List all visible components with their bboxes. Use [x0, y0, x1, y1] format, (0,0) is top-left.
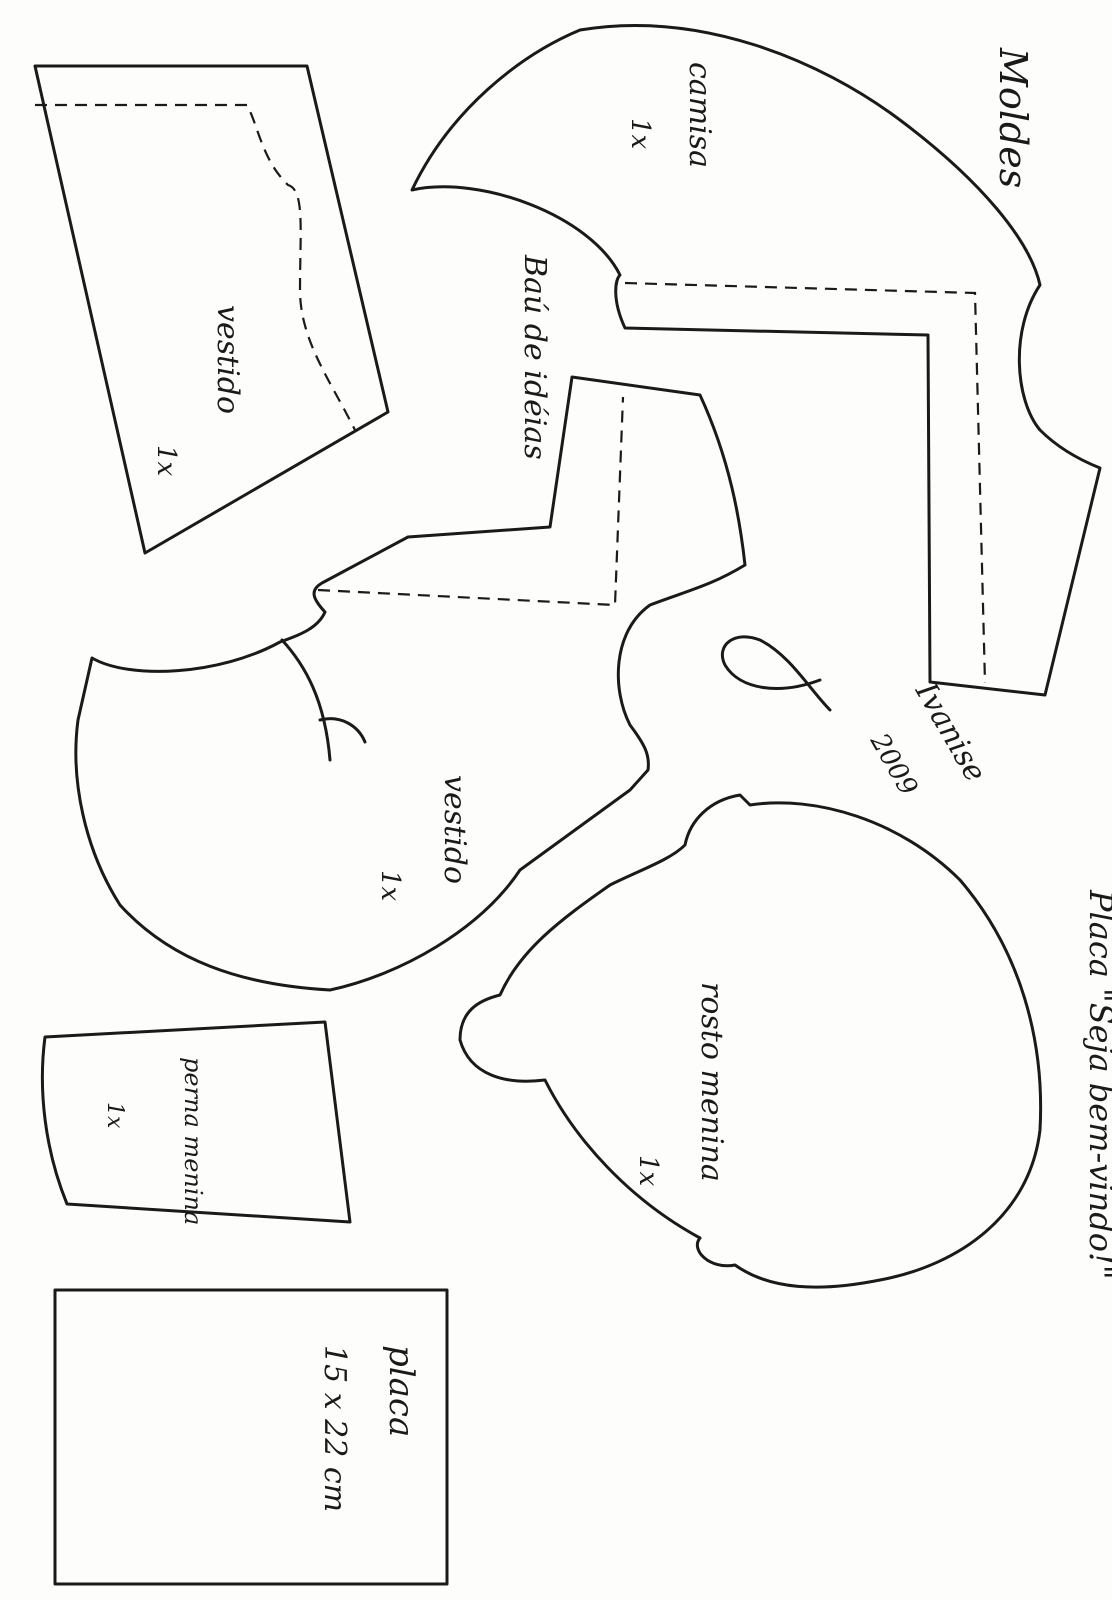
signature-year: 2009	[863, 728, 923, 801]
perna-qty: 1x	[102, 1102, 127, 1129]
placa-label: placa	[381, 1345, 421, 1437]
perna-label: perna menina	[179, 1057, 207, 1225]
piece-perna: perna menina 1x	[40, 1020, 352, 1225]
piece-rosto: rosto menina 1x	[458, 793, 1043, 1289]
piece-placa: placa 15 x 22 cm	[53, 1288, 449, 1586]
vestido-bottom-label: vestido	[437, 775, 472, 884]
camisa-qty: 1x	[625, 118, 655, 150]
signature-swirl	[721, 635, 832, 712]
rosto-qty: 1x	[633, 1155, 663, 1187]
sheet-note: Placa "Seja bem-vindo!"	[1082, 889, 1112, 1280]
piece-vestido-bottom: vestido 1x	[74, 375, 747, 992]
page-subtitle: Baú de idéias	[517, 254, 552, 460]
rosto-label: rosto menina	[694, 982, 729, 1182]
vestido-top-label: vestido	[210, 305, 245, 414]
piece-camisa: camisa 1x	[410, 24, 1102, 697]
signature-name: Ivanise	[908, 676, 993, 789]
camisa-label: camisa	[682, 62, 717, 168]
vestido-top-qty: 1x	[151, 445, 181, 477]
vestido-bottom-qty: 1x	[375, 870, 405, 902]
piece-vestido-top: vestido 1x	[33, 64, 390, 555]
placa-size: 15 x 22 cm	[317, 1345, 352, 1512]
page-title: Moldes	[991, 47, 1035, 188]
